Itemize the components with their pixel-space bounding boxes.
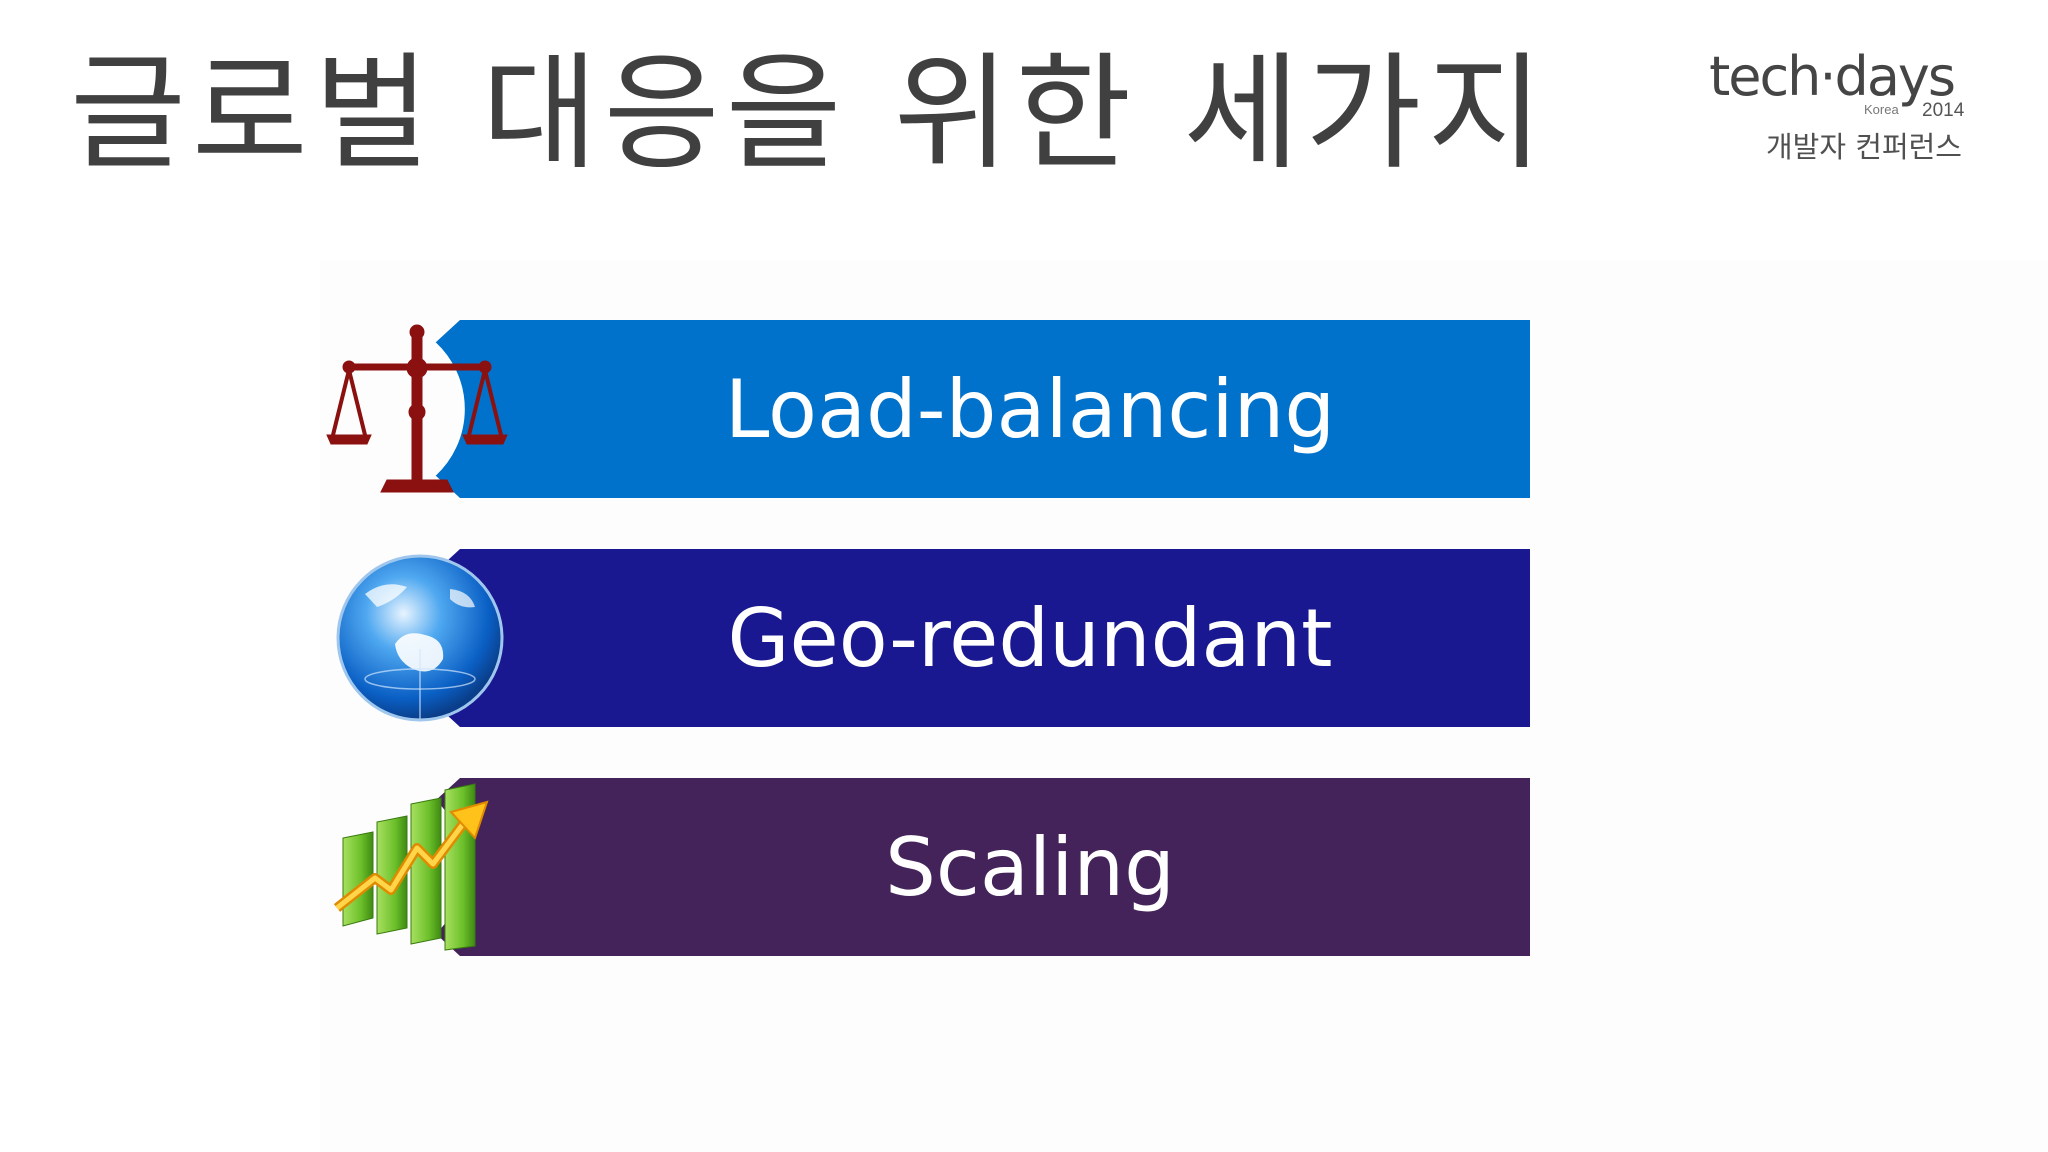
logo-wordmark: tech·days xyxy=(1709,45,1956,108)
scale-icon xyxy=(326,324,508,493)
item-geo-redundant: Geo-redundant xyxy=(325,549,1530,727)
item-scaling: Scaling xyxy=(325,778,1530,956)
item-label: Scaling xyxy=(885,820,1175,914)
globe-icon xyxy=(336,554,504,722)
growth-chart-icon xyxy=(333,783,489,951)
techdays-logo: tech·days Korea 2014 개발자 컨퍼런스 xyxy=(1700,42,1990,172)
item-bar xyxy=(434,320,1530,498)
logo-year: 2014 xyxy=(1922,100,1965,121)
logo-subtitle: 개발자 컨퍼런스 xyxy=(1766,130,1962,164)
item-load-balancing: Load-balancing xyxy=(325,320,1530,498)
item-label: Geo-redundant xyxy=(727,591,1333,685)
slide-title: 글로벌 대응을 위한 세가지 xyxy=(70,40,1550,187)
item-label: Load-balancing xyxy=(724,362,1336,456)
logo-korea: Korea xyxy=(1864,102,1899,117)
